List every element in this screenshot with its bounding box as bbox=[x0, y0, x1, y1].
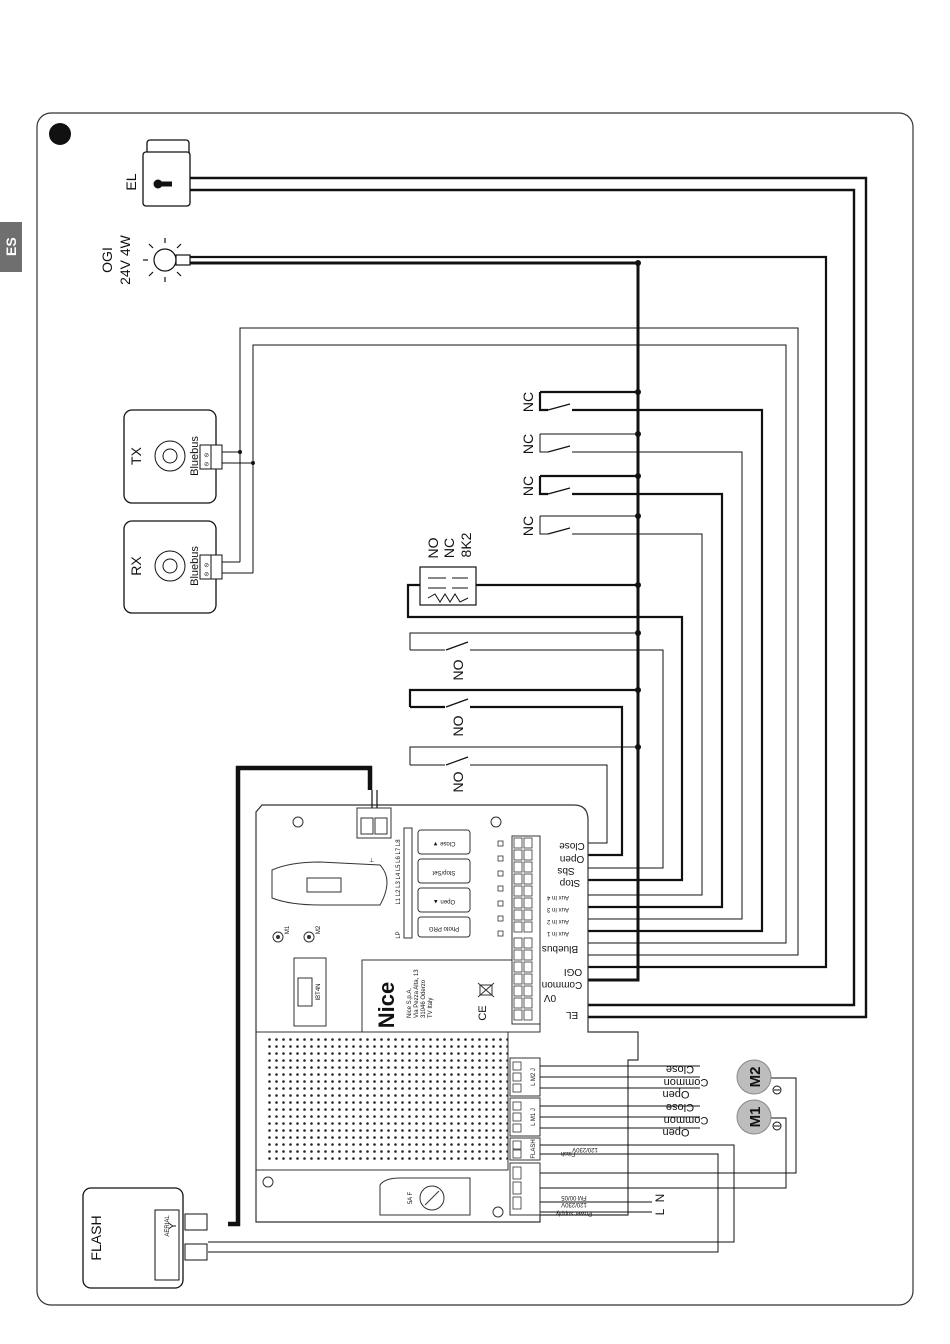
no-label-1: NO bbox=[450, 659, 466, 680]
terminal-common: Common bbox=[542, 979, 583, 990]
terminal-aux1: Aux In 1 bbox=[546, 930, 569, 936]
svg-text:Power supply: Power supply bbox=[556, 1210, 592, 1216]
svg-text:IBT4N: IBT4N bbox=[316, 983, 322, 1000]
nc-label-3: NC bbox=[520, 476, 536, 496]
nice-brand: Nice bbox=[374, 982, 399, 1028]
nc-label-4: NC bbox=[520, 516, 536, 536]
m2-common-label: Common bbox=[664, 1076, 709, 1088]
svg-text:L M2 J: L M2 J bbox=[531, 1068, 537, 1086]
no-label-2: NO bbox=[450, 715, 466, 736]
terminal-ogi: OGI bbox=[564, 966, 582, 977]
el-label: EL bbox=[123, 173, 139, 190]
terminal-0v: 0V bbox=[544, 992, 557, 1003]
weee-bin-icon bbox=[477, 982, 495, 998]
stop-label-no: NO bbox=[425, 537, 441, 558]
m1-close-label: Close bbox=[666, 1101, 694, 1113]
open-button[interactable]: Open ▲ bbox=[417, 887, 471, 913]
section-marker-dot bbox=[49, 123, 71, 145]
stop-set-button[interactable]: Stop/Set bbox=[417, 858, 471, 884]
terminal-aux3: Aux In 3 bbox=[546, 906, 569, 912]
terminal-aux4: Aux In 4 bbox=[546, 894, 569, 900]
svg-text:5A F: 5A F bbox=[408, 1191, 414, 1204]
aerial-label: AERIAL bbox=[165, 1215, 171, 1237]
svg-text:Nice S.p.A.: Nice S.p.A. bbox=[407, 988, 413, 1018]
wiring-lines bbox=[190, 176, 868, 1019]
terminal-stop: Stop bbox=[559, 877, 580, 888]
svg-text:M1: M1 bbox=[747, 1107, 764, 1128]
motor-wiring bbox=[208, 1065, 797, 1253]
keyhole-icon bbox=[153, 179, 172, 189]
main-terminal-block bbox=[497, 835, 541, 1025]
stop-label-nc: NC bbox=[441, 538, 457, 558]
transformer-vent-grid bbox=[264, 1037, 508, 1163]
svg-text:⊘: ⊘ bbox=[204, 572, 209, 578]
svg-text:M1: M1 bbox=[285, 925, 291, 934]
svg-text:M2: M2 bbox=[316, 925, 322, 934]
svg-text:120/230V: 120/230V bbox=[561, 1201, 587, 1207]
no-label-3: NO bbox=[450, 771, 466, 792]
board-leds-label: L1 L2 L3 L4 L5 L6 L7 L8 bbox=[396, 839, 402, 905]
flash-device: FLASH AERIAL Y bbox=[82, 1187, 208, 1289]
ogi-rating: 24V 4W bbox=[117, 234, 133, 285]
antenna-cable bbox=[228, 765, 378, 1227]
power-n-label: N bbox=[653, 1194, 667, 1203]
junction-dots bbox=[238, 260, 641, 750]
photo-prg-button[interactable]: Photo PRG bbox=[417, 916, 471, 938]
svg-text:L M1 J: L M1 J bbox=[531, 1108, 537, 1126]
board-lp-label: LP bbox=[396, 931, 402, 938]
terminal-aux2: Aux In 2 bbox=[546, 918, 569, 924]
svg-text:⊘: ⊘ bbox=[204, 563, 209, 569]
svg-text:FLASH: FLASH bbox=[531, 1139, 537, 1158]
m2-close-label: Close bbox=[666, 1063, 694, 1075]
svg-text:⊘: ⊘ bbox=[204, 462, 209, 468]
m1-open-label: Open bbox=[663, 1126, 690, 1138]
terminal-el: EL bbox=[565, 1009, 578, 1020]
lamp-icon bbox=[143, 238, 191, 282]
motor-m2: M2 bbox=[736, 1059, 772, 1095]
electric-lock-device: EL bbox=[123, 139, 191, 207]
rx-photocell: ⊘ ⊘ RX Bluebus bbox=[123, 520, 223, 614]
svg-text:Close ▼: Close ▼ bbox=[433, 840, 456, 846]
ground-icons bbox=[772, 1085, 782, 1131]
nc-label-1: NC bbox=[520, 392, 536, 412]
power-l-label: L bbox=[653, 1208, 667, 1215]
svg-text:⊘: ⊘ bbox=[204, 453, 209, 459]
svg-text:Flash: Flash bbox=[561, 1150, 576, 1156]
svg-text:Via Pezza Alta, 13: Via Pezza Alta, 13 bbox=[414, 969, 420, 1018]
terminal-bluebus: Bluebus bbox=[542, 943, 578, 954]
terminal-sbs: Sbs bbox=[557, 865, 574, 876]
svg-text:31046 Oderzo: 31046 Oderzo bbox=[421, 979, 427, 1018]
control-board: L1 L2 L3 L4 L5 L6 L7 L8 LP Close ▼ Stop/… bbox=[255, 804, 639, 1223]
tx-bluebus-label: Bluebus bbox=[189, 436, 201, 476]
svg-text:TV Italy: TV Italy bbox=[428, 998, 434, 1018]
close-button[interactable]: Close ▼ bbox=[417, 829, 471, 855]
rx-bluebus-label: Bluebus bbox=[189, 546, 201, 586]
terminal-close: Close bbox=[559, 840, 585, 851]
svg-text:FM 00/05: FM 00/05 bbox=[561, 1194, 587, 1200]
nc-label-2: NC bbox=[520, 434, 536, 454]
rx-label: RX bbox=[128, 556, 144, 576]
motor-m1: M1 bbox=[736, 1099, 772, 1135]
m2-open-label: Open bbox=[663, 1088, 690, 1100]
svg-text:120/230V: 120/230V bbox=[572, 1146, 598, 1152]
ogi-lamp-device: OGI 24V 4W bbox=[99, 234, 191, 285]
m1-common-label: Common bbox=[664, 1114, 709, 1126]
tx-label: TX bbox=[128, 446, 144, 465]
svg-text:Open ▲: Open ▲ bbox=[433, 898, 455, 904]
svg-text:Photo PRG: Photo PRG bbox=[428, 925, 459, 931]
svg-text:⊥: ⊥ bbox=[369, 857, 374, 864]
terminal-open: Open bbox=[560, 853, 584, 864]
stop-safety-device: NO NC 8K2 bbox=[419, 532, 477, 606]
svg-text:M2: M2 bbox=[747, 1067, 764, 1088]
tx-photocell: ⊘ ⊘ TX Bluebus bbox=[123, 409, 223, 504]
diagram-frame bbox=[36, 112, 914, 1306]
stop-label-8k2: 8K2 bbox=[458, 532, 474, 557]
svg-text:CE: CE bbox=[477, 1005, 489, 1020]
flash-label: FLASH bbox=[88, 1215, 104, 1260]
antenna-icon: Y bbox=[167, 1222, 179, 1230]
svg-text:Stop/Set: Stop/Set bbox=[432, 869, 455, 875]
ogi-label: OGI bbox=[99, 247, 115, 273]
